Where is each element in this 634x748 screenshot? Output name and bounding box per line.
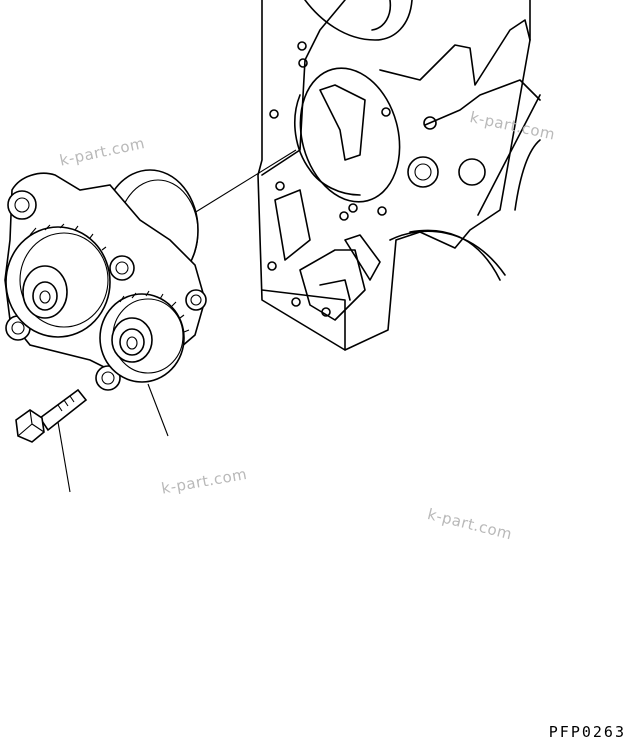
- assembly-leader-line: [185, 149, 297, 219]
- drawing-code: PFP0263: [548, 723, 626, 741]
- pump-leader-line: [147, 383, 169, 437]
- engine-front-cover: [257, 0, 541, 351]
- bolt-leader-line: [57, 421, 71, 493]
- water-pump-assembly: [4, 169, 207, 391]
- mounting-bolt: [15, 388, 88, 443]
